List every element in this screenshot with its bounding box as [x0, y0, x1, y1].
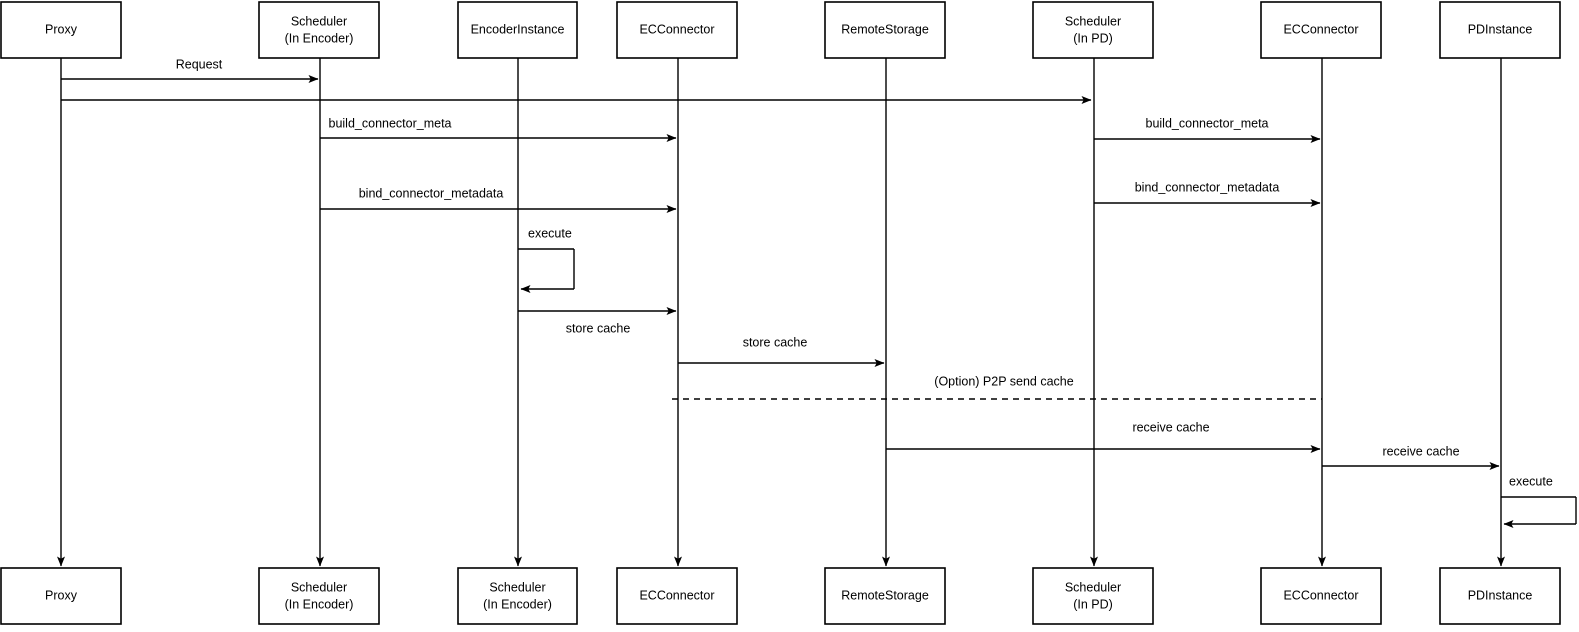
header-participant-ec-connector-2[interactable]: ECConnector: [1260, 1, 1382, 59]
header-participant-box-ec-connector-2: [1260, 1, 1382, 59]
footer-participant-scheduler-pd[interactable]: Scheduler (In PD): [1032, 567, 1154, 625]
footer-participant-sublabel-scheduler-enc: (In Encoder): [285, 597, 354, 611]
message-label-bind-connector-metadata-l: bind_connector_metadata: [359, 186, 504, 200]
header-participant-box-proxy: [0, 1, 122, 59]
header-participant-scheduler-enc[interactable]: Scheduler (In Encoder): [258, 1, 380, 59]
footer-participant-sublabel-scheduler-pd: (In PD): [1073, 597, 1113, 611]
footer-participant-label-scheduler-pd: Scheduler: [1065, 580, 1121, 594]
header-participant-pd-instance[interactable]: PDInstance: [1439, 1, 1561, 59]
footer-participant-pd-instance[interactable]: PDInstance: [1439, 567, 1561, 625]
footer-participant-box-encoder-instance: [457, 567, 578, 625]
footer-participant-proxy[interactable]: Proxy: [0, 567, 122, 625]
header-participant-scheduler-pd[interactable]: Scheduler (In PD): [1032, 1, 1154, 59]
footer-participant-ec-connector-2[interactable]: ECConnector: [1260, 567, 1382, 625]
footer-participant-label-encoder-instance: Scheduler: [489, 580, 545, 594]
header-boxes-layer: Proxy Scheduler (In Encoder) EncoderInstanc…: [0, 1, 1561, 59]
header-participant-proxy[interactable]: Proxy: [0, 1, 122, 59]
self-message-label-execute-pdinstance: execute: [1509, 474, 1553, 488]
message-bind-connector-metadata-l[interactable]: bind_connector_metadata: [320, 186, 677, 213]
footer-participant-box-ec-connector-2: [1260, 567, 1382, 625]
header-participant-label-scheduler-enc: Scheduler: [291, 14, 347, 28]
header-participant-box-scheduler-pd: [1032, 1, 1154, 59]
footer-participant-ec-connector-1[interactable]: ECConnector: [616, 567, 738, 625]
message-label-request: Request: [176, 57, 223, 71]
header-participant-label-proxy: Proxy: [45, 22, 78, 36]
header-participant-sublabel-scheduler-pd: (In PD): [1073, 31, 1113, 45]
header-participant-label-ec-connector-2: ECConnector: [1283, 22, 1358, 36]
header-participant-label-scheduler-pd: Scheduler: [1065, 14, 1121, 28]
header-participant-box-encoder-instance: [457, 1, 578, 59]
header-participant-label-remote-storage: RemoteStorage: [841, 22, 929, 36]
header-participant-box-pd-instance: [1439, 1, 1561, 59]
message-bind-connector-metadata-r[interactable]: bind_connector_metadata: [1094, 180, 1321, 207]
footer-participant-sublabel-encoder-instance: (In Encoder): [483, 597, 552, 611]
message-label-p2p-send-cache: (Option) P2P send cache: [934, 374, 1073, 388]
footer-participant-box-remote-storage: [824, 567, 946, 625]
footer-participant-box-pd-instance: [1439, 567, 1561, 625]
message-receive-cache-1[interactable]: receive cache: [886, 420, 1321, 453]
footer-participant-box-ec-connector-1: [616, 567, 738, 625]
message-store-cache-2[interactable]: store cache: [678, 335, 885, 367]
footer-participant-encoder-instance[interactable]: Scheduler (In Encoder): [457, 567, 578, 625]
header-participant-label-ec-connector-1: ECConnector: [639, 22, 714, 36]
message-store-cache-1[interactable]: store cache: [518, 307, 677, 335]
self-message-execute-encoder[interactable]: execute: [518, 226, 575, 293]
message-p2p-send-cache[interactable]: (Option) P2P send cache: [672, 374, 1322, 400]
footer-participant-label-proxy: Proxy: [45, 588, 78, 602]
lifelines-layer: [57, 58, 1505, 567]
footer-participant-label-scheduler-enc: Scheduler: [291, 580, 347, 594]
message-label-build-connector-meta-r: build_connector_meta: [1146, 116, 1269, 130]
self-messages-layer: execute execute: [518, 226, 1577, 528]
footer-participant-remote-storage[interactable]: RemoteStorage: [824, 567, 946, 625]
header-participant-label-encoder-instance: EncoderInstance: [471, 22, 565, 36]
self-message-label-execute-encoder: execute: [528, 226, 572, 240]
footer-participant-box-scheduler-enc: [258, 567, 380, 625]
messages-layer: Request build_connector_meta build_connect…: [61, 57, 1500, 470]
message-label-bind-connector-metadata-r: bind_connector_metadata: [1135, 180, 1280, 194]
footer-participant-label-remote-storage: RemoteStorage: [841, 588, 929, 602]
footer-participant-label-ec-connector-2: ECConnector: [1283, 588, 1358, 602]
footer-participant-box-scheduler-pd: [1032, 567, 1154, 625]
self-message-execute-pdinstance[interactable]: execute: [1501, 474, 1577, 528]
message-receive-cache-2[interactable]: receive cache: [1322, 444, 1500, 470]
footer-participant-box-proxy: [0, 567, 122, 625]
message-label-store-cache-1: store cache: [566, 321, 631, 335]
footer-participant-label-pd-instance: PDInstance: [1468, 588, 1533, 602]
message-label-build-connector-meta-l: build_connector_meta: [329, 116, 452, 130]
header-participant-remote-storage[interactable]: RemoteStorage: [824, 1, 946, 59]
header-participant-box-scheduler-enc: [258, 1, 380, 59]
message-label-store-cache-2: store cache: [743, 335, 808, 349]
message-label-receive-cache-1: receive cache: [1132, 420, 1209, 434]
header-participant-sublabel-scheduler-enc: (In Encoder): [285, 31, 354, 45]
header-participant-ec-connector-1[interactable]: ECConnector: [616, 1, 738, 59]
message-request[interactable]: Request: [61, 57, 319, 83]
footer-participant-scheduler-enc[interactable]: Scheduler (In Encoder): [258, 567, 380, 625]
message-label-receive-cache-2: receive cache: [1382, 444, 1459, 458]
message-build-connector-meta-l[interactable]: build_connector_meta: [320, 116, 677, 142]
header-participant-label-pd-instance: PDInstance: [1468, 22, 1533, 36]
header-participant-box-ec-connector-1: [616, 1, 738, 59]
header-participant-encoder-instance[interactable]: EncoderInstance: [457, 1, 578, 59]
footer-boxes-layer: Proxy Scheduler (In Encoder) Scheduler (In E…: [0, 567, 1561, 625]
header-participant-box-remote-storage: [824, 1, 946, 59]
message-build-connector-meta-r[interactable]: build_connector_meta: [1094, 116, 1321, 143]
footer-participant-label-ec-connector-1: ECConnector: [639, 588, 714, 602]
